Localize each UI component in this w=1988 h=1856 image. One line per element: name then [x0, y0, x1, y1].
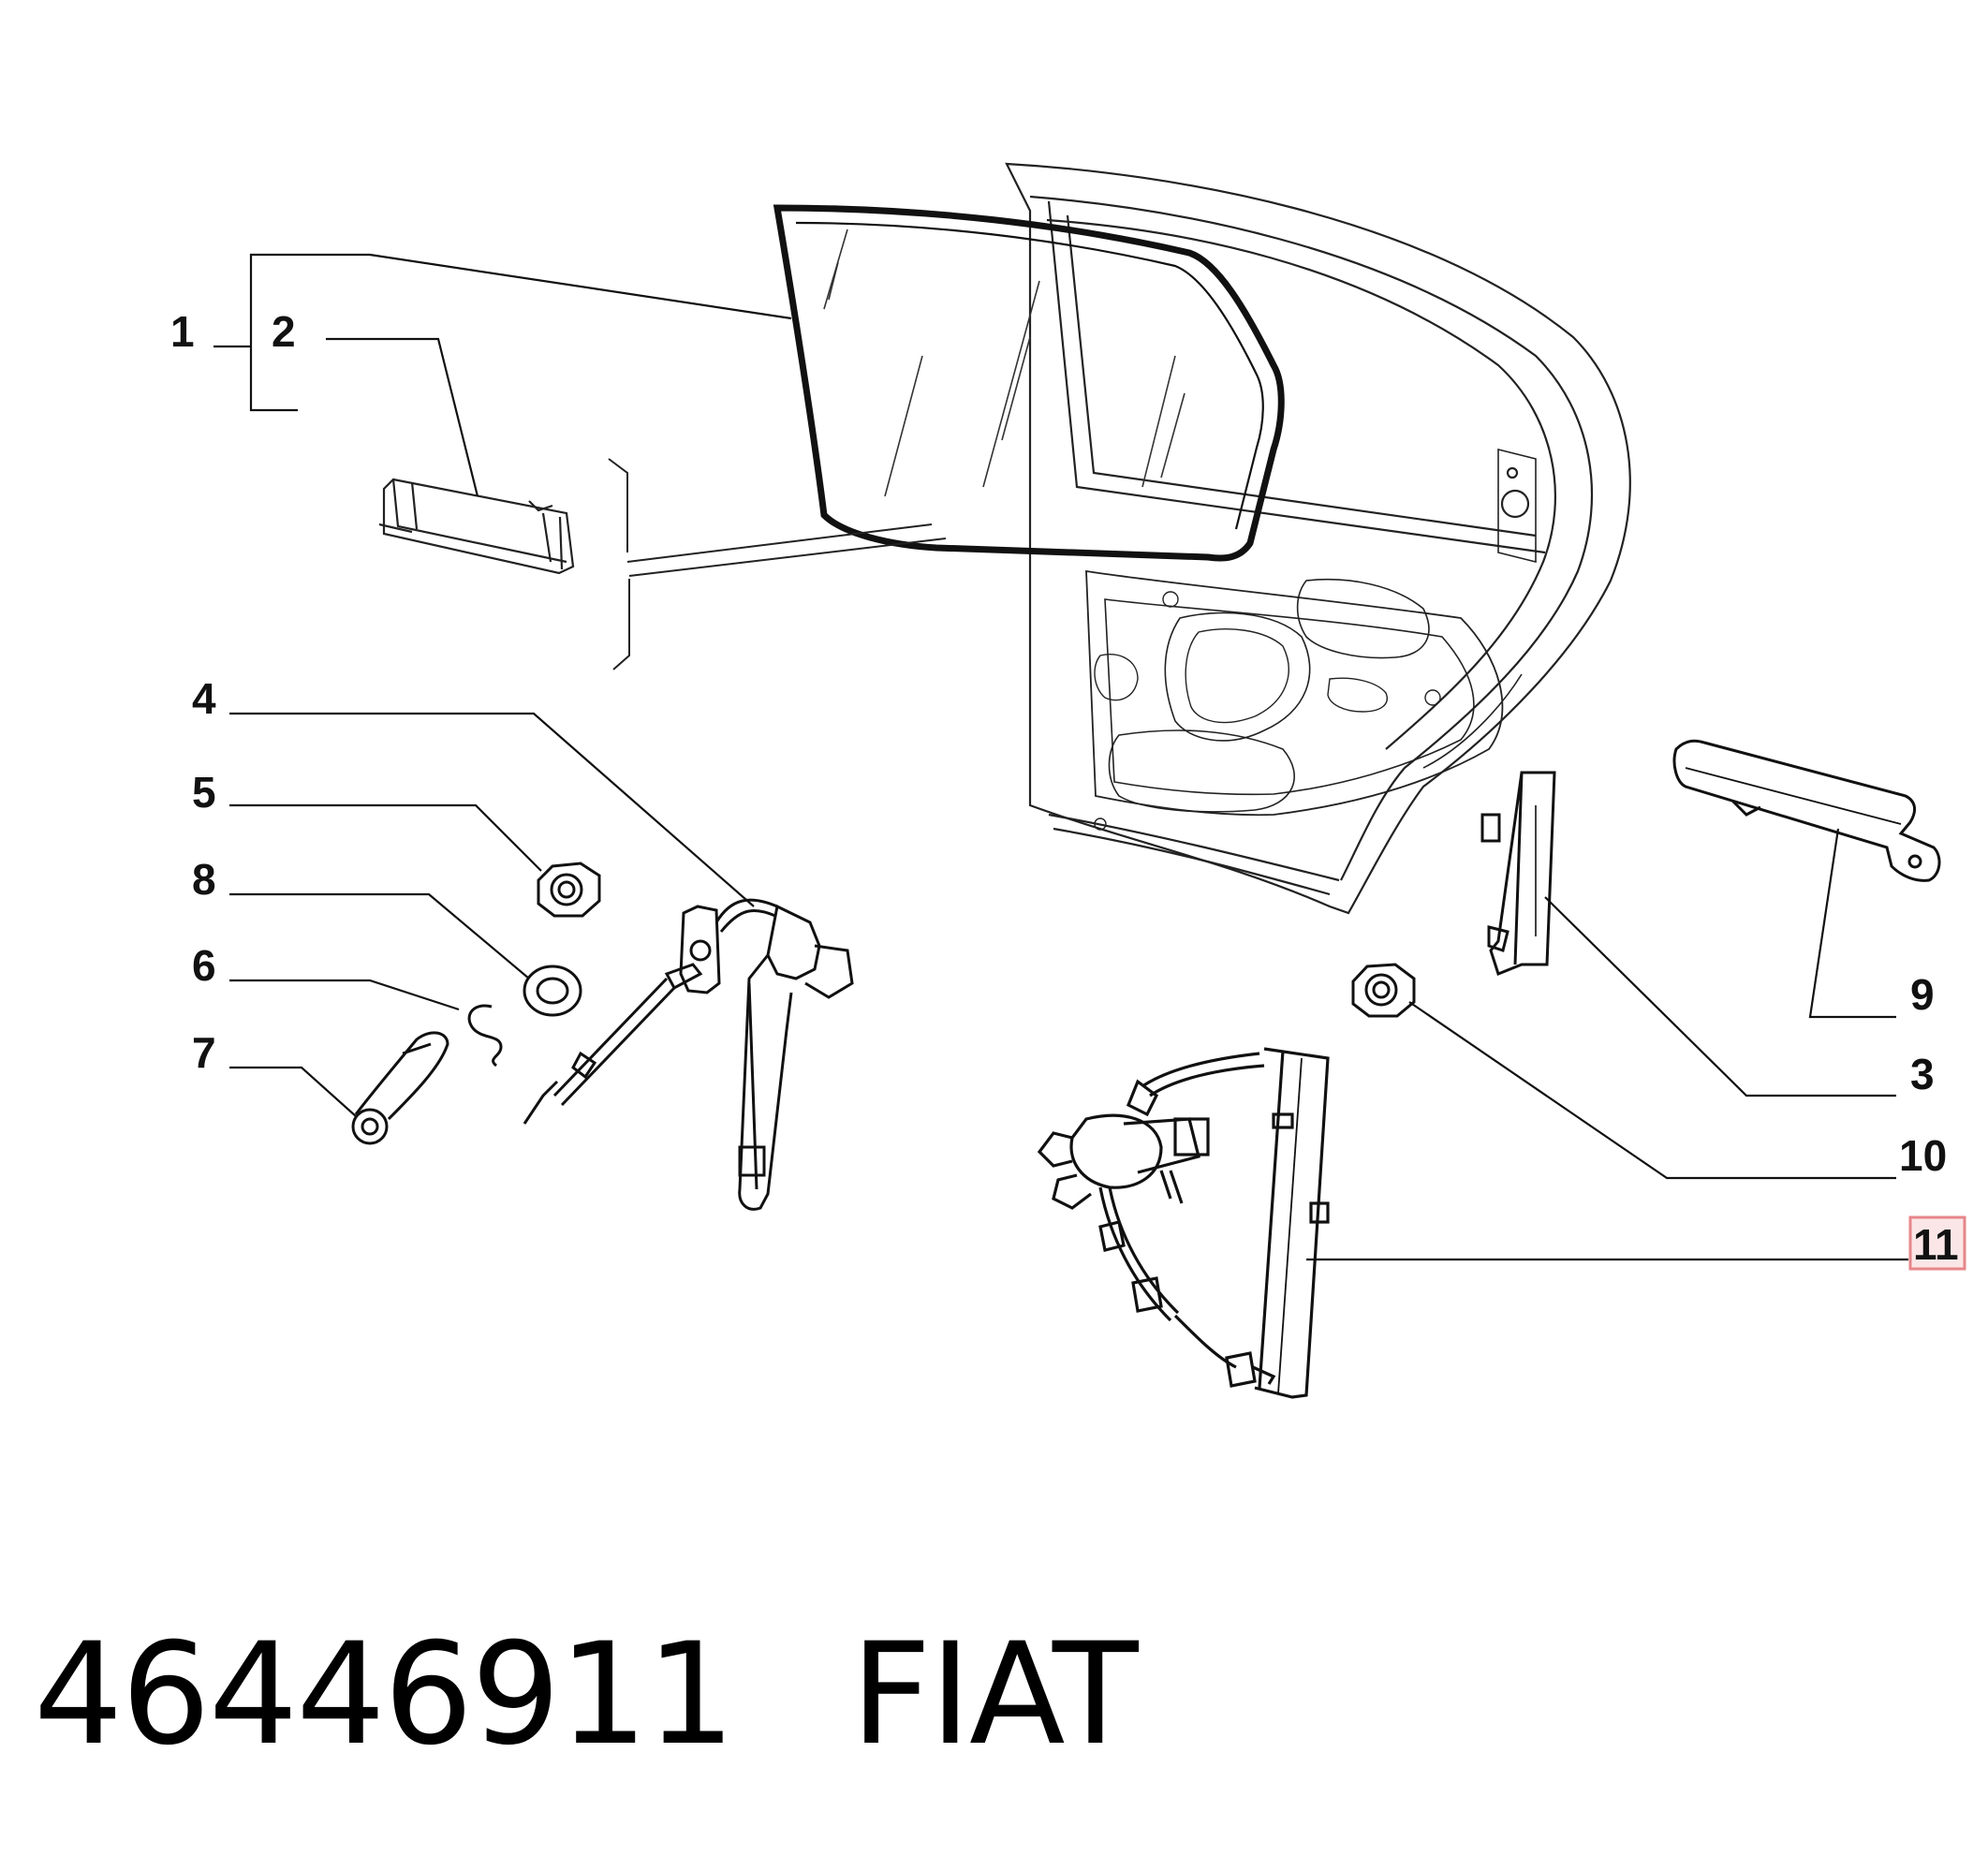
leader-8 [229, 892, 530, 980]
part-number: 46446911 [34, 1613, 735, 1776]
callout-1: 1 [170, 307, 195, 356]
leader-7 [229, 1066, 357, 1117]
leader-9 [1808, 828, 1896, 1019]
window-glass [773, 204, 1285, 562]
callout-7: 7 [192, 1028, 216, 1077]
guide-rail-3 [1480, 771, 1556, 976]
glass-bracket-lines [608, 458, 947, 670]
leader-10 [1408, 1001, 1896, 1180]
callout-10: 10 [1899, 1131, 1947, 1180]
nut-5 [537, 862, 601, 918]
callout-11: 11 [1913, 1220, 1959, 1269]
leader-3 [1544, 896, 1896, 1097]
leader-2 [326, 337, 479, 497]
callout-3: 3 [1910, 1050, 1935, 1098]
bush-8 [523, 965, 582, 1017]
callout-9: 9 [1910, 970, 1935, 1019]
window-crank-handle-7 [351, 1031, 449, 1145]
callout-6: 6 [192, 941, 216, 990]
footer-caption: 46446911 FIAT [34, 1613, 1139, 1776]
leader-6 [229, 979, 460, 1011]
leader-5 [229, 803, 542, 872]
leader-lines [214, 253, 1908, 1261]
electric-window-regulator-11 [1037, 1047, 1330, 1399]
callout-labels: 1 2 4 5 8 6 7 9 3 10 11 [170, 307, 1959, 1269]
glass-run-channel [378, 478, 575, 575]
callout-5: 5 [192, 768, 216, 817]
door-shell [1005, 162, 1631, 915]
spring-clip-6 [467, 1004, 503, 1068]
callout-2: 2 [272, 307, 296, 356]
door-support-9 [1672, 739, 1941, 882]
callout-8: 8 [192, 855, 216, 904]
manual-window-regulator [523, 898, 854, 1211]
callout-4: 4 [192, 674, 216, 723]
nut-10 [1351, 963, 1416, 1018]
leader-4 [229, 712, 755, 907]
callout-11-highlight [1908, 1215, 1966, 1271]
brand-name: FIAT [850, 1613, 1138, 1776]
leader-1 [214, 253, 792, 412]
